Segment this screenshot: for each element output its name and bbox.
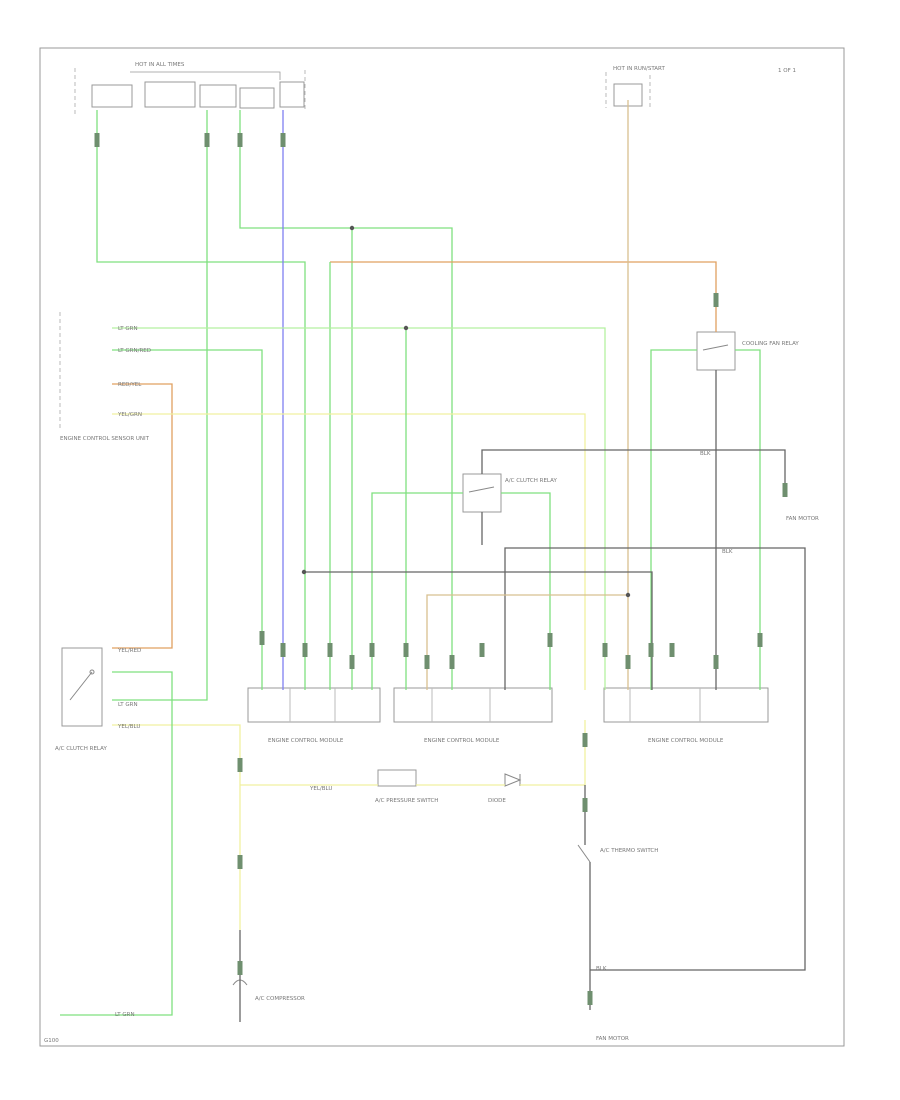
wire-label: BLK: [700, 451, 711, 457]
wire-label: LT GRN: [118, 702, 138, 708]
wires: [60, 100, 806, 1022]
wire-label: LT GRN/RED: [118, 348, 151, 354]
pressure-switch-label: A/C PRESSURE SWITCH: [375, 798, 438, 804]
connector: [713, 293, 719, 307]
junction-dot: [301, 569, 307, 575]
connector: [582, 733, 588, 747]
relay-middle-label: A/C CLUTCH RELAY: [505, 478, 557, 484]
pressure-switch: A/C PRESSURE SWITCH: [375, 769, 438, 804]
connector: [582, 798, 588, 812]
relay-upper-right: COOLING FAN RELAY: [696, 331, 799, 371]
wire: [96, 110, 306, 690]
connector: [449, 655, 455, 669]
connector: [302, 643, 308, 657]
diode: DIODE: [488, 773, 522, 804]
wire-label: YEL/GRN: [117, 412, 142, 418]
connector: [237, 133, 243, 147]
wire-label: LT GRN: [115, 1012, 135, 1018]
connector: [280, 643, 286, 657]
connector: [280, 133, 286, 147]
wire: [112, 349, 263, 690]
wire-label: YEL/RED: [117, 648, 141, 654]
engine-sensor-unit: ENGINE CONTROL SENSOR UNIT: [59, 312, 150, 442]
left-switch: A/C CLUTCH RELAY: [55, 647, 107, 752]
compressor-label: A/C COMPRESSOR: [255, 996, 305, 1002]
connector: [547, 633, 553, 647]
connector: [403, 643, 409, 657]
connector: [237, 961, 243, 975]
thermo-switch: A/C THERMO SWITCH: [577, 844, 658, 863]
wire: [371, 492, 463, 690]
wire-label: YEL/BLU: [309, 786, 332, 792]
connector: [669, 643, 675, 657]
bottom-left-code: G100: [44, 1038, 59, 1044]
connector: [237, 855, 243, 869]
fuse-box-top-left: [74, 68, 306, 115]
connector: [602, 643, 608, 657]
junction-dot: [403, 325, 409, 331]
diagram-frame: [39, 47, 845, 1047]
junction-dot: [625, 592, 631, 598]
wire: [112, 413, 586, 690]
connector: [327, 643, 333, 657]
module-right-label: ENGINE CONTROL MODULE: [648, 738, 724, 744]
module-left-label: ENGINE CONTROL MODULE: [268, 738, 344, 744]
connector: [757, 633, 763, 647]
fan-motor-lower-label: FAN MOTOR: [596, 1036, 629, 1042]
connector: [237, 758, 243, 772]
connector: [587, 991, 593, 1005]
diode-label: DIODE: [488, 798, 506, 804]
connector: [625, 655, 631, 669]
connector: [782, 483, 788, 497]
wire: [650, 349, 697, 690]
left-switch-label: A/C CLUTCH RELAY: [55, 746, 107, 752]
top-left-label: HOT IN ALL TIMES: [135, 62, 185, 68]
wire-label: BLK: [596, 966, 607, 972]
thermo-switch-label: A/C THERMO SWITCH: [600, 848, 658, 854]
wire: [426, 594, 628, 690]
connector: [204, 133, 210, 147]
wire-label: RED/YEL: [118, 382, 142, 388]
fan-motor-upper-label: FAN MOTOR: [786, 516, 819, 522]
relay-upper-right-label: COOLING FAN RELAY: [742, 341, 799, 347]
wire: [501, 492, 551, 690]
connector: [648, 643, 654, 657]
module-middle: ENGINE CONTROL MODULE: [393, 687, 553, 744]
module-left: ENGINE CONTROL MODULE: [247, 687, 381, 744]
module-middle-label: ENGINE CONTROL MODULE: [424, 738, 500, 744]
connector: [349, 655, 355, 669]
wire-label: YEL/BLU: [117, 724, 140, 730]
connector: [424, 655, 430, 669]
connector: [369, 643, 375, 657]
wire: [520, 720, 586, 786]
corner-label: 1 OF 1: [778, 68, 796, 74]
top-right-label: HOT IN RUN/START: [613, 66, 665, 72]
wire-labels: LT GRN LT GRN/RED RED/YEL YEL/GRN YEL/BL…: [115, 326, 733, 1018]
wire: [304, 571, 653, 690]
wire: [112, 383, 173, 649]
wire-label: BLK: [722, 549, 733, 555]
junction-dot: [349, 225, 355, 231]
wire: [330, 261, 717, 332]
wire: [239, 110, 453, 690]
wire: [481, 449, 786, 495]
wire: [112, 110, 208, 701]
connector: [259, 631, 265, 645]
wire: [112, 327, 606, 690]
wire: [112, 724, 241, 930]
engine-sensor-label: ENGINE CONTROL SENSOR UNIT: [60, 436, 150, 442]
wire-label: LT GRN: [118, 326, 138, 332]
wire: [735, 349, 761, 690]
connector: [94, 133, 100, 147]
connector: [713, 655, 719, 669]
wire: [60, 671, 173, 1016]
module-right: ENGINE CONTROL MODULE: [603, 687, 769, 744]
connector: [479, 643, 485, 657]
compressor: A/C COMPRESSOR: [232, 979, 305, 1002]
